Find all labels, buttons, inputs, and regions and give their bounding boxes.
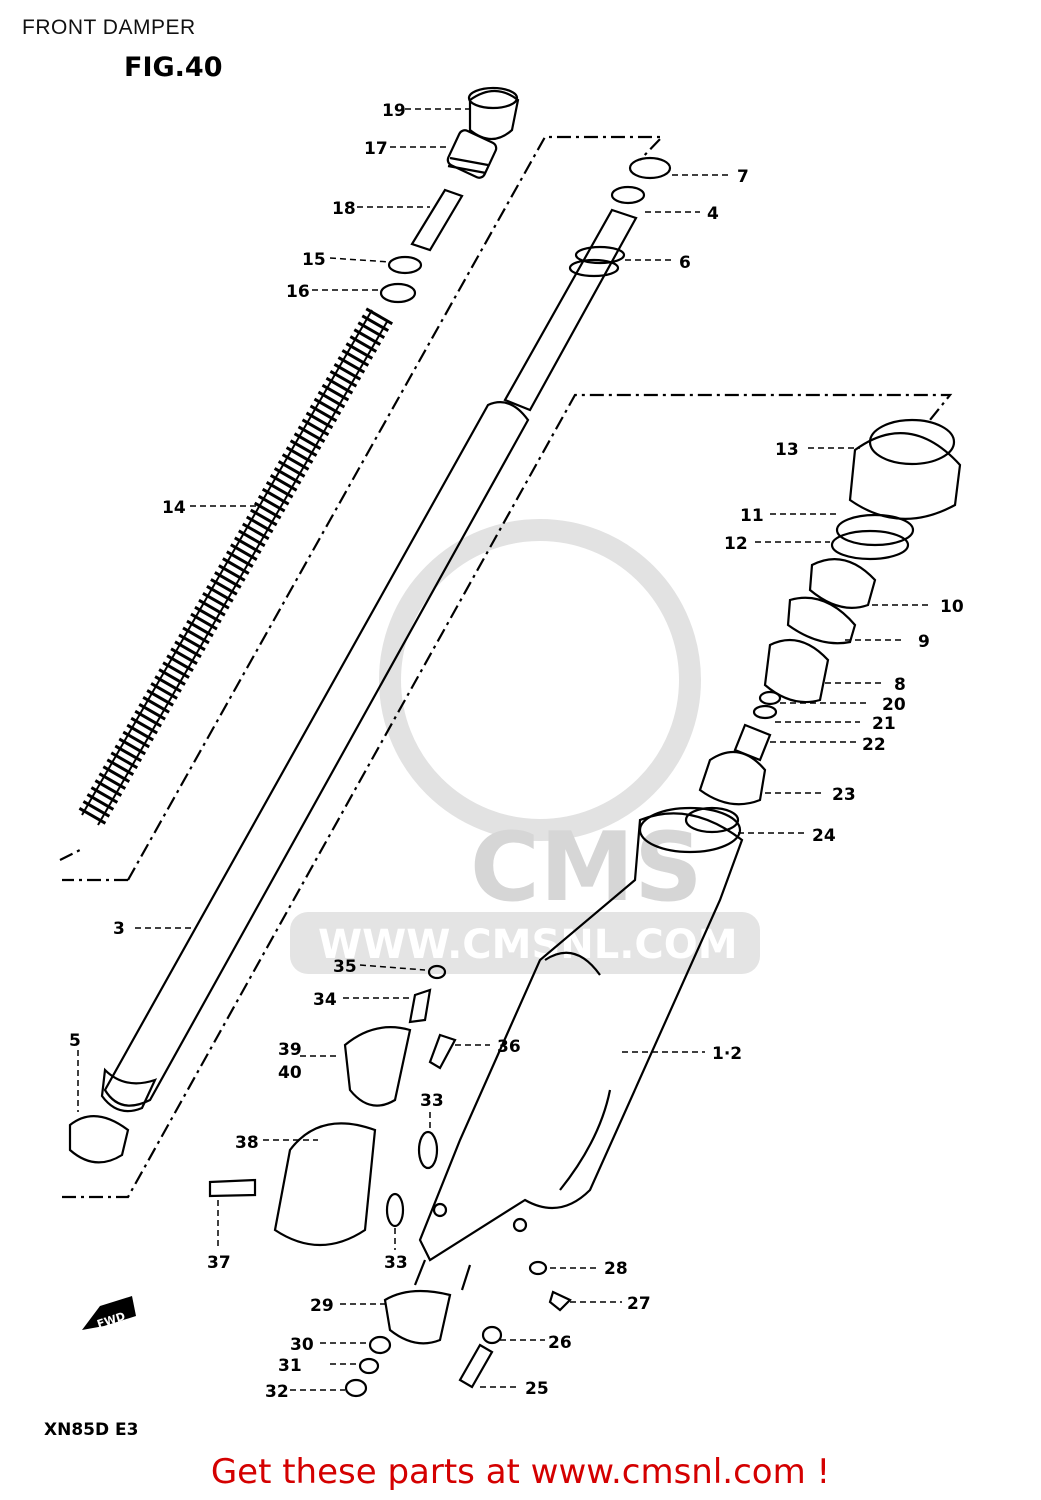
callout-24: 24	[812, 826, 836, 846]
callout-30: 30	[290, 1335, 314, 1355]
callout-9: 9	[918, 632, 930, 652]
callout-16: 16	[286, 282, 310, 302]
cta-link[interactable]: Get these parts at www.cmsnl.com !	[210, 1452, 831, 1492]
callout-35: 35	[333, 957, 357, 977]
watermark-url: WWW.CMSNL.COM	[318, 922, 738, 968]
callout-23: 23	[832, 785, 856, 805]
callout-10: 10	[940, 597, 964, 617]
callout-25: 25	[525, 1379, 549, 1399]
callout-22: 22	[862, 735, 886, 755]
fwd-arrow-icon: FWD	[82, 1296, 136, 1331]
callout-39: 39	[278, 1040, 302, 1060]
callout-12: 12	[724, 534, 748, 554]
callout-17: 17	[364, 139, 388, 159]
callout-40: 40	[278, 1063, 302, 1083]
callout-27: 27	[627, 1294, 651, 1314]
callout-26: 26	[548, 1333, 572, 1353]
callout-29: 29	[310, 1296, 334, 1316]
cap-bolt	[379, 86, 520, 304]
section-title: FRONT DAMPER	[22, 16, 196, 39]
callout-19: 19	[382, 101, 406, 121]
callout-33a: 33	[420, 1091, 444, 1111]
callout-8: 8	[894, 675, 906, 695]
callout-5: 5	[69, 1031, 81, 1051]
watermark-brand: CMS	[470, 813, 703, 923]
callout-34: 34	[313, 990, 337, 1010]
tube-collar	[68, 1115, 130, 1164]
callout-31: 31	[278, 1356, 302, 1376]
outer-tube	[413, 806, 744, 1291]
callout-1-2: 1·2	[712, 1044, 742, 1064]
fork-spring	[76, 307, 394, 828]
callout-4: 4	[707, 204, 719, 224]
callout-13: 13	[775, 440, 799, 460]
callout-14: 14	[162, 498, 186, 518]
callout-numbers: 19 17 18 15 16 14 7 4 6 3 5 13 11 12 10 …	[69, 101, 964, 1402]
callout-15: 15	[302, 250, 326, 270]
callout-38: 38	[235, 1133, 259, 1153]
callout-32: 32	[265, 1382, 289, 1402]
model-code: XN85D E3	[44, 1420, 139, 1440]
figure-label: FIG.40	[124, 52, 223, 83]
watermark: CMS WWW.CMSNL.COM	[290, 519, 760, 974]
callout-7: 7	[737, 167, 749, 187]
callout-20: 20	[882, 695, 906, 715]
inner-tube	[100, 401, 530, 1113]
callout-21: 21	[872, 714, 896, 734]
outer-tube-seals	[684, 418, 962, 834]
leader-lines	[77, 108, 930, 1391]
assembly-frame-left	[59, 135, 953, 1199]
callout-6: 6	[679, 253, 691, 273]
callout-11: 11	[740, 506, 764, 526]
callout-37: 37	[207, 1253, 231, 1273]
callout-28: 28	[604, 1259, 628, 1279]
callout-3: 3	[113, 919, 125, 939]
callout-33b: 33	[384, 1253, 408, 1273]
callout-18: 18	[332, 199, 356, 219]
callout-36: 36	[497, 1037, 521, 1057]
damper-body-parts	[208, 964, 572, 1398]
damper-rod	[503, 156, 672, 412]
